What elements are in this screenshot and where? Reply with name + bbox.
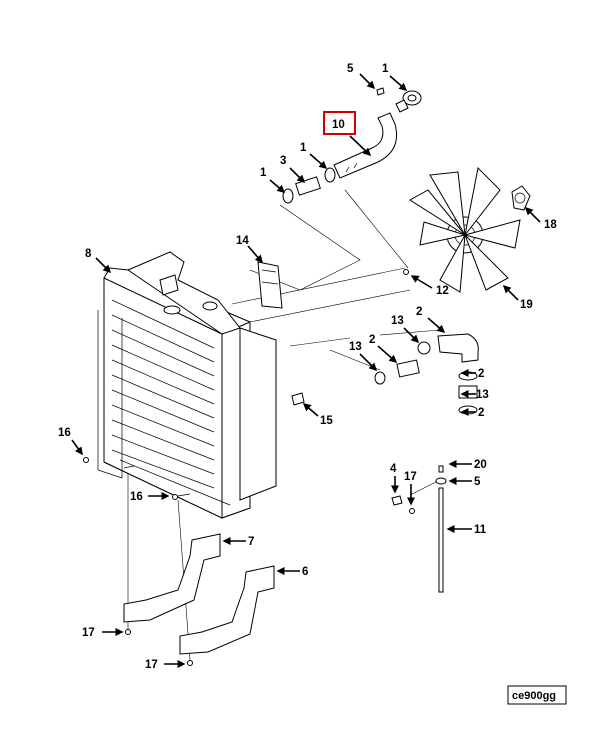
- callout-labels: 5 1 10 1 3 1 8 14 18 12 19 2 13 2 13 2 1…: [58, 63, 557, 671]
- callout-4: 4: [390, 463, 397, 475]
- callout-2: 2: [369, 334, 375, 346]
- callout-17: 17: [82, 627, 95, 639]
- callout-13: 13: [391, 315, 404, 327]
- callout-17: 17: [145, 659, 158, 671]
- callout-17: 17: [404, 471, 417, 483]
- radiator: [97, 251, 283, 519]
- callout-16: 16: [130, 491, 143, 503]
- mounting-brackets: [123, 533, 275, 666]
- callout-16: 16: [58, 427, 71, 439]
- callout-18: 18: [544, 219, 557, 231]
- callout-13: 13: [476, 389, 489, 401]
- callout-7: 7: [248, 536, 254, 548]
- highlight-box: [323, 111, 356, 135]
- callout-8: 8: [85, 248, 92, 260]
- dipstick-assembly: [83, 457, 447, 593]
- callout-20: 20: [474, 459, 487, 471]
- leader-arrows: [71, 73, 541, 668]
- callout-2: 2: [478, 407, 484, 419]
- callout-5: 5: [474, 476, 481, 488]
- callout-1: 1: [382, 63, 389, 75]
- callout-1: 1: [260, 167, 267, 179]
- figure-code-label: ce900gg: [512, 690, 556, 702]
- fan-assembly: [403, 166, 531, 293]
- upper-hose-assembly: [282, 87, 422, 204]
- callout-6: 6: [302, 566, 308, 578]
- callout-15: 15: [320, 415, 333, 427]
- callout-3: 3: [280, 155, 286, 167]
- figure-code: ce900gg: [507, 685, 567, 705]
- callout-13: 13: [349, 341, 362, 353]
- callout-14: 14: [236, 235, 249, 247]
- callout-11: 11: [474, 524, 487, 536]
- lower-hose-assembly: [291, 333, 479, 415]
- callout-12: 12: [436, 285, 449, 297]
- callout-19: 19: [520, 299, 533, 311]
- callout-1: 1: [300, 142, 307, 154]
- callout-5: 5: [347, 63, 354, 75]
- callout-2: 2: [416, 306, 422, 318]
- callout-10: 10: [332, 119, 345, 131]
- callout-2: 2: [478, 368, 484, 380]
